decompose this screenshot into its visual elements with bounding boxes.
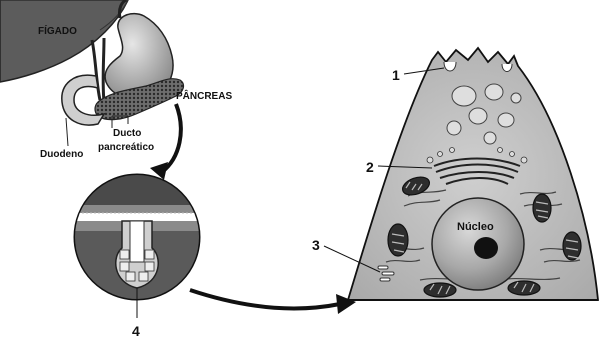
duodenum-label: Duodeno [40, 149, 83, 160]
duct-label-line1: Ducto [113, 128, 141, 139]
duodenum-leader [66, 118, 68, 146]
bile-ducts [92, 38, 104, 102]
zoom-arrow-1 [150, 104, 181, 180]
duodenum-organ [62, 75, 104, 125]
pancreas-label: PÂNCREAS [176, 89, 232, 102]
zoom-arrow-2 [190, 290, 356, 314]
acinus-magnified [70, 175, 210, 301]
marker-1: 1 [392, 67, 400, 83]
marker-3: 3 [312, 237, 320, 253]
duct-label-line2: pancreático [98, 142, 154, 153]
cell-nucleus [432, 198, 524, 290]
marker-4: 4 [132, 323, 140, 339]
marker-2: 2 [366, 159, 374, 175]
nucleus-label: Núcleo [457, 221, 494, 233]
liver-label: FÍGADO [38, 24, 77, 37]
